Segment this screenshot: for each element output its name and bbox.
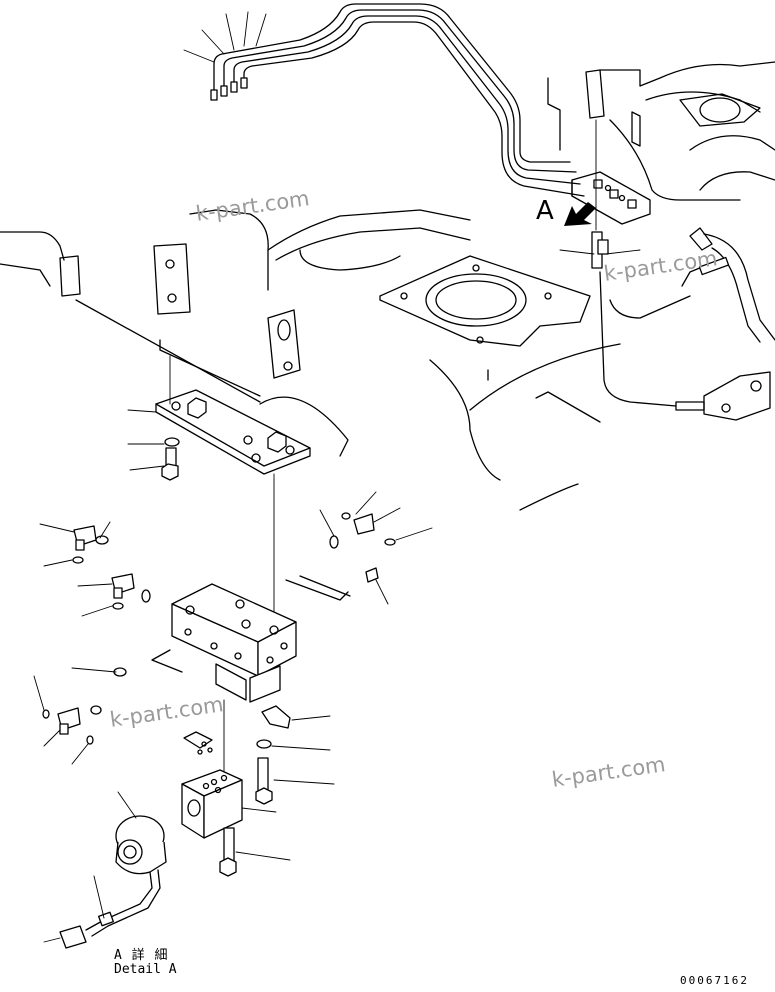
solenoid-valve-block: [151, 575, 351, 703]
view-arrow-label: A: [536, 196, 554, 226]
remote-valve-detail-a: [559, 119, 651, 269]
lower-hardware: [183, 705, 335, 805]
right-hose-assembly: [599, 227, 775, 421]
upper-frame-structure: [547, 61, 775, 202]
detail-caption-jp: A 詳 細: [114, 948, 169, 963]
figure-number: 00067162: [680, 974, 749, 987]
revolving-frame: [0, 209, 621, 511]
elbow-fittings: [33, 491, 433, 765]
valve-mount-plate: [127, 355, 311, 621]
view-arrow-a: [564, 202, 596, 226]
detail-caption-en: Detail A: [114, 962, 177, 977]
sub-valve-block: [181, 699, 291, 877]
hydraulic-pipe-bundle: [183, 3, 585, 197]
solenoid-coil: [43, 791, 167, 949]
